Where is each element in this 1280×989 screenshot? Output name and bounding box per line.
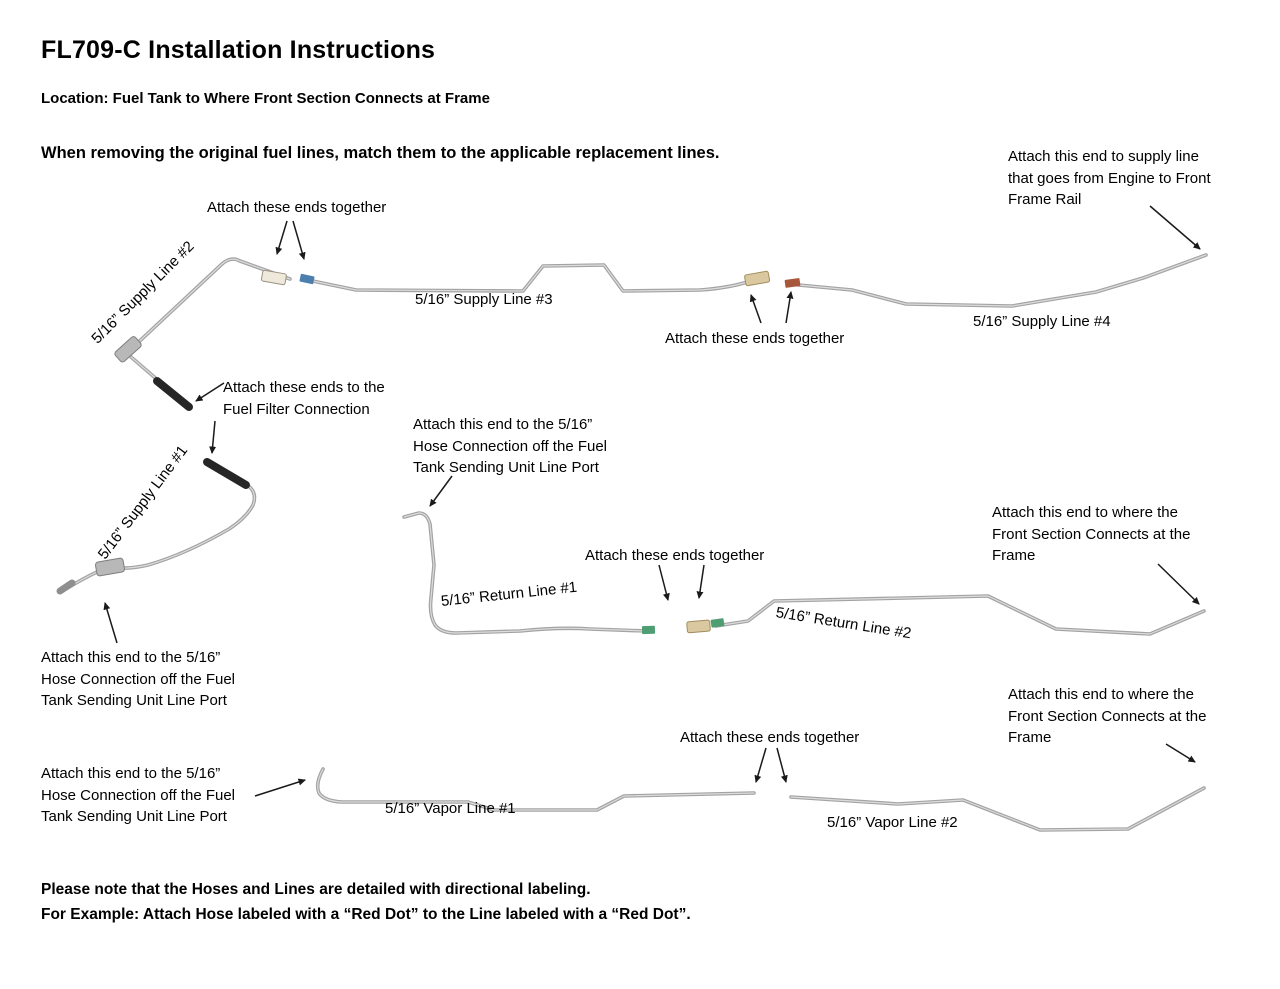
supply-line-1-tube [64,482,257,591]
connectors [56,269,801,635]
annotation-fuel-filter: Attach these ends to the Fuel Filter Con… [223,379,385,418]
fuel-filter-hose-end-1 [153,377,193,411]
annotation-attach-ends-supply34: Attach these ends together [665,330,845,347]
annotation-front-frame-vapor: Attach this end to where the Front Secti… [1008,686,1207,746]
tan-connector-return2 [686,619,711,634]
supply-line-3-tube [301,263,756,293]
hose-tip-bottom [56,579,76,595]
label-vapor-line-2: 5/16” Vapor Line #2 [827,814,958,831]
label-vapor-line-1: 5/16” Vapor Line #1 [385,800,516,817]
blue-marker-supply3 [299,273,315,285]
annotation-supply-front-rail: Attach this end to supply line that goes… [1008,148,1211,208]
arrow-to-filter-end-1 [195,382,225,402]
green-marker-return1 [641,625,656,635]
arrow-to-vapor2-left-end [776,747,788,783]
annotation-hose-sending-bottom: Attach this end to the 5/16” Hose Connec… [41,765,236,825]
arrow-to-supply1-hose-end [103,602,118,644]
pointer-arrows [103,205,1201,797]
arrow-to-vapor2-end [1165,743,1196,763]
annotation-hose-sending-left: Attach this end to the 5/16” Hose Connec… [41,649,236,709]
page-title: FL709-C Installation Instructions [41,36,436,64]
annotation-attach-ends-vapor: Attach these ends together [680,729,860,746]
hose-fitting-top [114,336,142,363]
fuel-filter-hose-end-2 [203,458,250,489]
arrow-to-red-marker [785,291,794,324]
arrow-to-vapor1-right-end [754,747,767,783]
hose-fitting-bottom [94,557,126,577]
location-subtitle: Location: Fuel Tank to Where Front Secti… [41,90,490,107]
supply-line-4-tube [786,253,1208,308]
annotation-front-frame-return: Attach this end to where the Front Secti… [992,504,1191,564]
return-line-1-tube [402,511,648,635]
annotation-attach-ends-return: Attach these ends together [585,547,765,564]
green-marker-return2 [710,618,725,628]
annotation-hose-sending-mid: Attach this end to the 5/16” Hose Connec… [413,416,608,476]
arrow-to-vapor1-start [254,778,306,797]
footer-note-1: Please note that the Hoses and Lines are… [41,881,591,898]
label-supply-line-3: 5/16” Supply Line #3 [415,291,553,308]
white-connector-supply2 [260,269,287,286]
footer-notes: Please note that the Hoses and Lines are… [41,877,691,927]
footer-note-2: For Example: Attach Hose labeled with a … [41,906,691,923]
label-supply-line-4: 5/16” Supply Line #4 [973,313,1111,330]
arrow-to-blue-marker [292,220,306,260]
annotation-attach-ends-top: Attach these ends together [207,199,387,216]
arrow-to-return2-end [1157,563,1200,605]
vapor-line-1-tube [315,767,756,812]
arrow-to-tan-connector-supply3 [749,294,762,324]
arrow-to-green-marker-return2 [696,564,705,599]
arrow-to-white-connector [275,220,288,255]
intro-instruction: When removing the original fuel lines, m… [41,144,720,162]
tan-connector-supply3 [744,270,771,287]
arrow-to-green-marker-return1 [658,564,670,601]
red-marker-supply4 [784,278,801,288]
arrow-to-return1-top [429,475,453,507]
arrow-to-supply4-end [1149,205,1201,250]
arrow-to-filter-end-2 [209,420,217,454]
